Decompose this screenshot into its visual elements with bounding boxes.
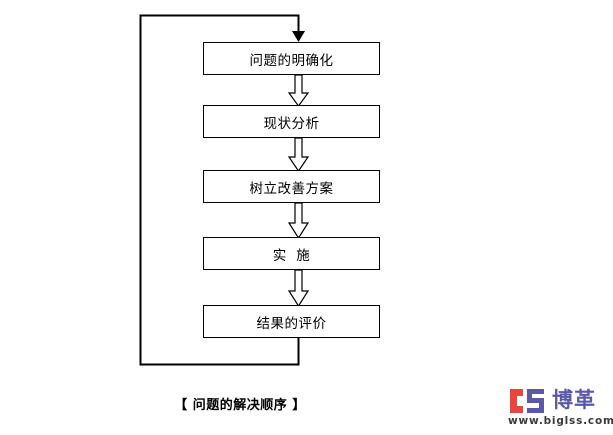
brand-logo: 博革 www.biglss.com (508, 388, 613, 431)
process-box-result-evaluation[interactable]: 结果的评价 (203, 305, 380, 338)
feedback-loop-connector (139, 14, 305, 366)
block-arrow-4 (287, 269, 310, 308)
process-box-current-state-analysis[interactable]: 现状分析 (203, 105, 380, 138)
block-arrow-3 (287, 202, 310, 240)
process-box-label: 结果的评价 (256, 315, 327, 332)
logo-url-text: www.biglss.com (508, 415, 613, 427)
arrowhead-solid (292, 31, 305, 42)
process-box-implementation[interactable]: 实 施 (203, 237, 380, 270)
process-box-label: 树立改善方案 (249, 180, 334, 197)
logo-brand-text: 博革 (552, 388, 596, 412)
process-box-label: 问题的明确化 (249, 52, 334, 69)
logo-mark-icon (510, 389, 544, 413)
block-arrow-2 (287, 137, 310, 173)
process-box-improvement-plan[interactable]: 树立改善方案 (203, 170, 380, 203)
process-box-problem-definition[interactable]: 问题的明确化 (203, 42, 380, 75)
block-arrow-1 (287, 74, 310, 108)
process-box-label: 现状分析 (263, 115, 320, 132)
diagram-caption: 【 问题的解决顺序 】 (174, 398, 306, 413)
process-box-label: 实 施 (272, 247, 311, 264)
